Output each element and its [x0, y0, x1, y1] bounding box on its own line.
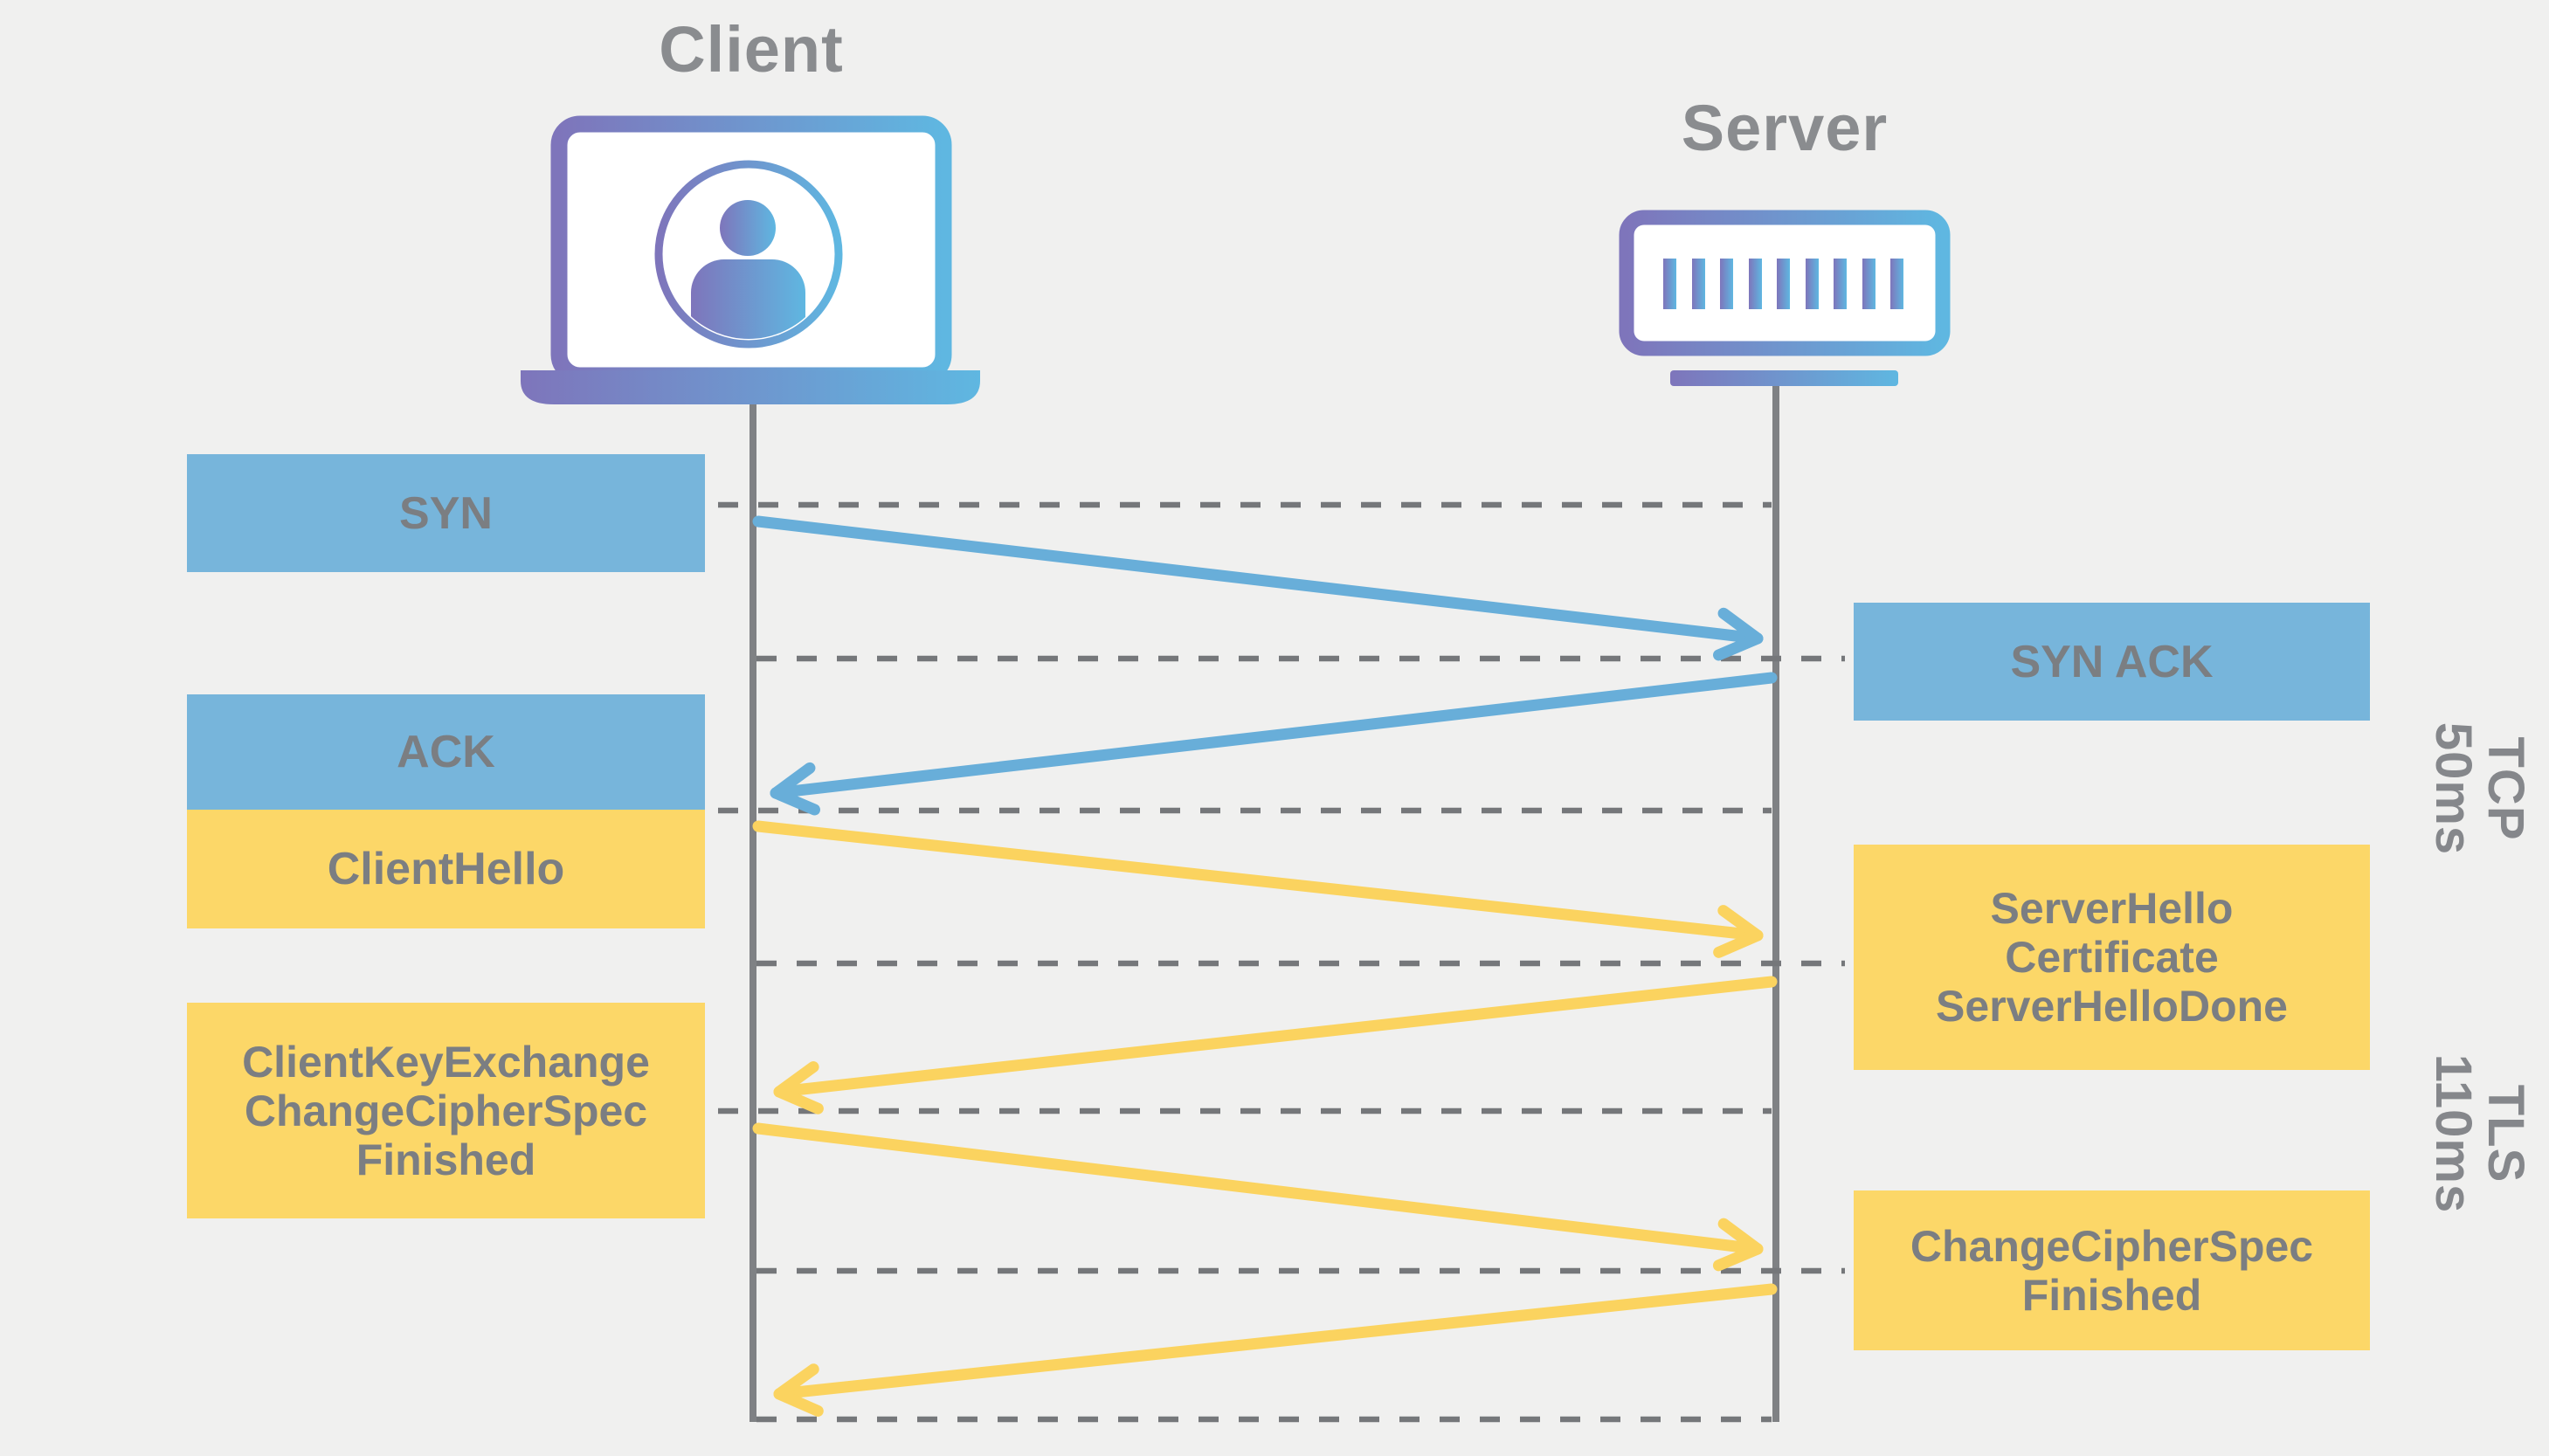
avatar-body — [691, 259, 805, 339]
phase-label-tcp: TCP 50ms — [2425, 721, 2534, 856]
message-label: ACK — [397, 727, 495, 777]
message-label: Certificate — [2005, 933, 2219, 982]
avatar-head — [720, 200, 776, 256]
server-icon — [1619, 210, 1951, 386]
message-box-ack: ACK — [187, 694, 705, 810]
message-box-clientkeyexchange: ClientKeyExchange ChangeCipherSpec Finis… — [187, 1003, 705, 1218]
phase-duration: 50ms — [2425, 721, 2482, 856]
server-slots — [1663, 259, 1903, 309]
phase-name: TLS — [2477, 1084, 2534, 1183]
client-laptop-icon — [521, 115, 980, 404]
phase-duration: 110ms — [2425, 1053, 2482, 1214]
message-label: Finished — [2021, 1270, 2202, 1320]
message-label: ChangeCipherSpec — [1910, 1221, 2314, 1271]
message-box-changecipherspec: ChangeCipherSpec Finished — [1854, 1190, 2370, 1350]
message-box-serverhello: ServerHello Certificate ServerHelloDone — [1854, 845, 2370, 1070]
laptop-base — [521, 370, 980, 404]
message-box-clienthello: ClientHello — [187, 810, 705, 928]
client-label: Client — [659, 13, 844, 86]
phase-name: TCP — [2477, 736, 2534, 841]
message-label: SYN — [399, 487, 493, 539]
message-label: ServerHelloDone — [1936, 982, 2288, 1031]
arrow-syn — [752, 515, 1764, 661]
server-base — [1670, 370, 1898, 386]
message-label: Finished — [356, 1135, 536, 1184]
message-label: ClientHello — [327, 844, 565, 894]
phase-label-tls: TLS 110ms — [2425, 1053, 2534, 1214]
message-label: ClientKeyExchange — [242, 1037, 650, 1087]
message-box-syn: SYN — [187, 454, 705, 572]
avatar — [654, 160, 843, 348]
message-arrows — [752, 515, 1778, 1417]
arrow-serverhello — [773, 976, 1778, 1114]
arrow-synack — [770, 672, 1778, 816]
message-label: ChangeCipherSpec — [244, 1086, 648, 1135]
timeline-dashes — [718, 501, 1845, 1423]
message-label: ServerHello — [1990, 884, 2234, 933]
arrow-clientkeyexchange — [752, 1122, 1764, 1272]
arrow-clienthello — [752, 820, 1764, 958]
server-label: Server — [1681, 92, 1889, 164]
message-label: SYN ACK — [2010, 636, 2214, 687]
message-box-synack: SYN ACK — [1854, 603, 2370, 721]
arrow-changecipherspec — [773, 1283, 1778, 1417]
